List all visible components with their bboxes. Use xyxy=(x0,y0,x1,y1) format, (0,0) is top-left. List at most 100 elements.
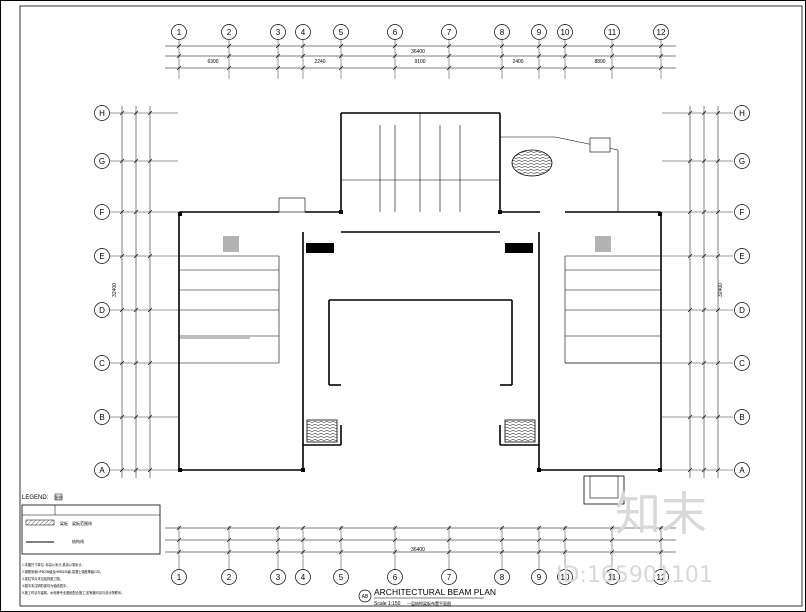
grid-label-row-G: G xyxy=(99,157,105,166)
grid-label-col-3: 3 xyxy=(276,28,281,37)
note-1: 1.本图尺寸单位: 标高以米计,其余以毫米计。 xyxy=(22,562,85,567)
general-notes: 1.本图尺寸单位: 标高以米计,其余以毫米计。 2.钢筋采用HPB235级及HR… xyxy=(22,562,124,595)
grid-bubble-col-1 xyxy=(171,24,187,40)
title-main: ARCHITECTURAL BEAM PLAN xyxy=(374,587,496,597)
column xyxy=(498,210,502,214)
legend-row1-desc: 梁板范围线 xyxy=(72,520,92,526)
grid-bubble-col-9 xyxy=(531,569,547,585)
legend: LEGEND: 图例 梁板 梁板范围线 结构线 xyxy=(21,493,161,555)
grid-label-col-7: 7 xyxy=(447,573,452,582)
grid-bubble-row-D xyxy=(734,302,750,318)
steps xyxy=(278,197,306,213)
grid-bubble-col-8 xyxy=(494,24,510,40)
top-dim-2: 2240 xyxy=(314,59,325,65)
grid-label-col-8: 8 xyxy=(500,573,505,582)
grid-label-col-11: 11 xyxy=(608,573,617,582)
grid-bubble-row-C xyxy=(734,355,750,371)
grid-label-col-2: 2 xyxy=(227,28,232,37)
grid-label-col-4: 4 xyxy=(301,573,306,582)
watermark-logo: 知末 xyxy=(615,487,707,541)
grid-label-col-6: 6 xyxy=(393,28,398,37)
grid-label-col-12: 12 xyxy=(657,573,666,582)
grid-label-col-1: 1 xyxy=(177,28,182,37)
legend-heading-box xyxy=(54,493,63,501)
grid-bubble-col-1 xyxy=(171,569,187,585)
grid-bubble-row-D xyxy=(94,302,110,318)
grid-bubble-col-10 xyxy=(557,24,573,40)
grid-bubble-row-A xyxy=(94,462,110,478)
grid-label-col-1: 1 xyxy=(177,573,182,582)
top-dim-3: 9100 xyxy=(414,59,425,65)
column xyxy=(339,210,343,214)
grid-bubble-col-7 xyxy=(441,569,457,585)
grid-label-col-7: 7 xyxy=(447,28,452,37)
grid-label-row-D: D xyxy=(99,306,105,315)
grid-bubble-col-4 xyxy=(295,569,311,585)
grid-bubble-col-5 xyxy=(333,569,349,585)
planter xyxy=(504,419,536,443)
grid-label-row-H: H xyxy=(99,109,105,118)
column xyxy=(658,468,662,472)
grid-label-row-G: G xyxy=(739,157,745,166)
grid-bubble-col-3 xyxy=(270,24,286,40)
legend-row2-desc: 结构线 xyxy=(72,538,84,544)
grid-label-col-12: 12 xyxy=(657,28,666,37)
grid-bubble-row-G xyxy=(734,153,750,169)
grid-bubble-row-F xyxy=(94,204,110,220)
column xyxy=(537,468,541,472)
grid-bubble-col-5 xyxy=(333,24,349,40)
legend-row1-cn: 梁板 xyxy=(60,520,68,526)
grid-label-row-E: E xyxy=(739,252,744,261)
title-scale: Scale 1:150 xyxy=(374,601,401,607)
grid-label-col-10: 10 xyxy=(561,28,570,37)
title-bubble xyxy=(358,589,372,603)
watermark-id: ID:165901101 xyxy=(556,563,713,588)
grid-bubble-col-11 xyxy=(604,569,620,585)
top-dim-1: 6300 xyxy=(207,59,218,65)
grid-bubble-col-3 xyxy=(270,569,286,585)
grid-label-col-3: 3 xyxy=(276,573,281,582)
column-block xyxy=(505,243,533,253)
grid-bubble-col-2 xyxy=(221,569,237,585)
top-dim-5: 8890 xyxy=(594,59,605,65)
grid-label-row-C: C xyxy=(99,359,105,368)
grid-bubble-col-9 xyxy=(531,24,547,40)
grid-label-row-D: D xyxy=(739,306,745,315)
right-total-dimension: 32400 xyxy=(718,283,724,297)
title-tag: AB xyxy=(362,594,369,600)
rock-garden xyxy=(511,149,553,177)
floor-plan-walls xyxy=(178,112,662,505)
grid-bubble-col-2 xyxy=(221,24,237,40)
grid-label-row-A: A xyxy=(739,466,745,475)
top-total-dimension: 36400 xyxy=(411,49,425,55)
dimension-lines xyxy=(110,39,733,570)
grid-bubble-col-6 xyxy=(387,569,403,585)
note-2: 2.钢筋采用HPB235级及HRB335级,混凝土强度等级C25。 xyxy=(22,569,103,574)
grid-label-col-5: 5 xyxy=(339,573,344,582)
column-block xyxy=(306,243,334,253)
grid-bubble-col-4 xyxy=(295,24,311,40)
grid-bubble-row-H xyxy=(734,105,750,121)
grid-bubble-row-F xyxy=(734,204,750,220)
note-4: 4.图中未注明的梁均为轴线居中。 xyxy=(22,583,69,588)
grid-bubble-col-11 xyxy=(604,24,620,40)
grid-bubble-row-A xyxy=(734,462,750,478)
grid-label-col-5: 5 xyxy=(339,28,344,37)
note-5: 5.施工时请与建筑、水电等专业图纸配合施工,如有疑问请与设计院联系。 xyxy=(22,590,124,595)
grid-bubble-row-B xyxy=(94,409,110,425)
grid-bubble-col-12 xyxy=(653,24,669,40)
legend-heading: LEGEND: xyxy=(22,495,49,501)
step-block xyxy=(589,137,611,153)
grid-label-row-B: B xyxy=(99,413,104,422)
top-dim-4: 2400 xyxy=(512,59,523,65)
grid-label-col-11: 11 xyxy=(608,28,617,37)
grid-label-row-F: F xyxy=(100,208,105,217)
grid-label-row-E: E xyxy=(99,252,104,261)
drawing-title: AB ARCHITECTURAL BEAM PLAN Scale 1:150 一… xyxy=(358,587,496,607)
grid-label-row-B: B xyxy=(739,413,744,422)
legend-heading-cn: 图例 xyxy=(55,494,63,500)
grid-label-row-A: A xyxy=(99,466,105,475)
grid-bubble-row-E xyxy=(734,248,750,264)
